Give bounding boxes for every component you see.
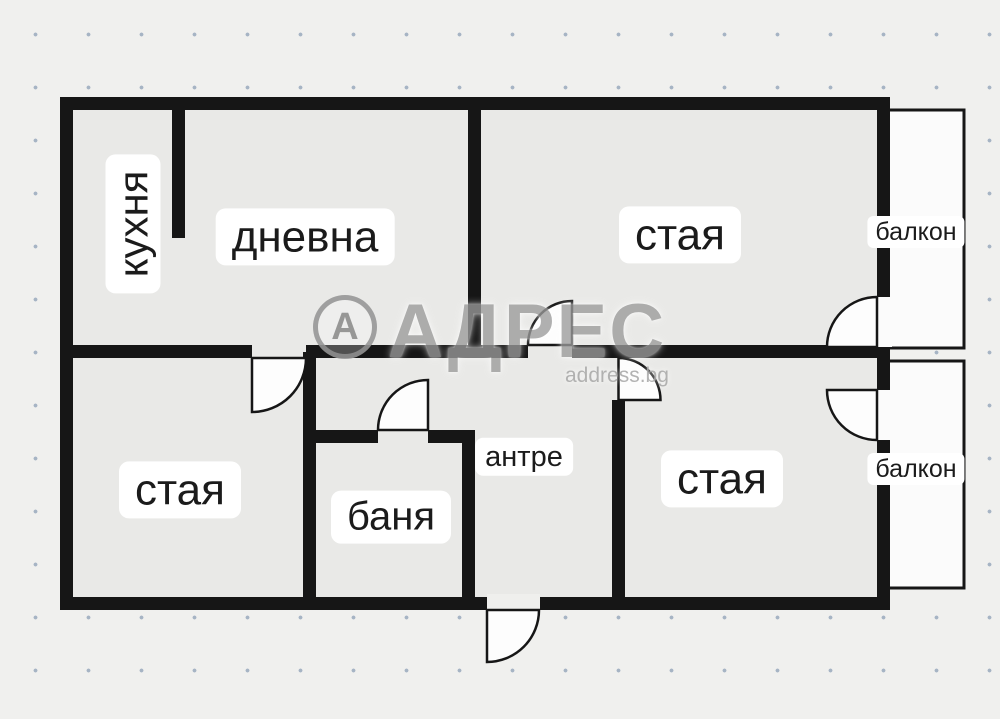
room-label-hallway: антре bbox=[475, 437, 573, 477]
wall-hall-right bbox=[612, 400, 625, 604]
wall-bath-top-left bbox=[303, 430, 378, 443]
room-label-kitchen: кухня bbox=[105, 154, 161, 294]
wall-middle-left bbox=[66, 345, 252, 358]
wall-bath-right bbox=[462, 438, 475, 604]
wall-living-room-divider bbox=[468, 108, 481, 352]
room-label-living-room: дневна bbox=[215, 208, 395, 266]
wall-room-bath-divider bbox=[303, 352, 316, 604]
door-bathroom bbox=[376, 378, 430, 432]
door-room-top-right bbox=[526, 299, 574, 347]
wall-kitchen-divider bbox=[172, 108, 185, 238]
room-label-bathroom: баня bbox=[331, 490, 451, 544]
gap-entrance-door bbox=[487, 594, 540, 612]
door-room-bottom-right bbox=[617, 356, 662, 402]
door-room-bottom-left bbox=[250, 356, 308, 414]
door-swings bbox=[250, 295, 879, 664]
balconies bbox=[882, 108, 966, 590]
door-gaps bbox=[487, 297, 892, 612]
wall-middle-center bbox=[306, 345, 528, 358]
door-balcony-top bbox=[825, 295, 879, 349]
inner-walls bbox=[66, 108, 884, 604]
door-entrance bbox=[485, 608, 541, 664]
room-label-balcony-top: балкон bbox=[867, 216, 965, 248]
room-label-room-top-right: стая bbox=[619, 206, 741, 264]
door-balcony-bottom bbox=[825, 388, 879, 442]
room-label-room-bottom-right: стая bbox=[661, 450, 783, 508]
room-label-balcony-bottom: балкон bbox=[867, 453, 965, 485]
wall-middle-right bbox=[572, 345, 884, 358]
gap-balcony-bottom-door bbox=[874, 390, 892, 440]
gap-balcony-top-door bbox=[874, 297, 892, 347]
room-label-room-bottom-left: стая bbox=[119, 461, 241, 519]
